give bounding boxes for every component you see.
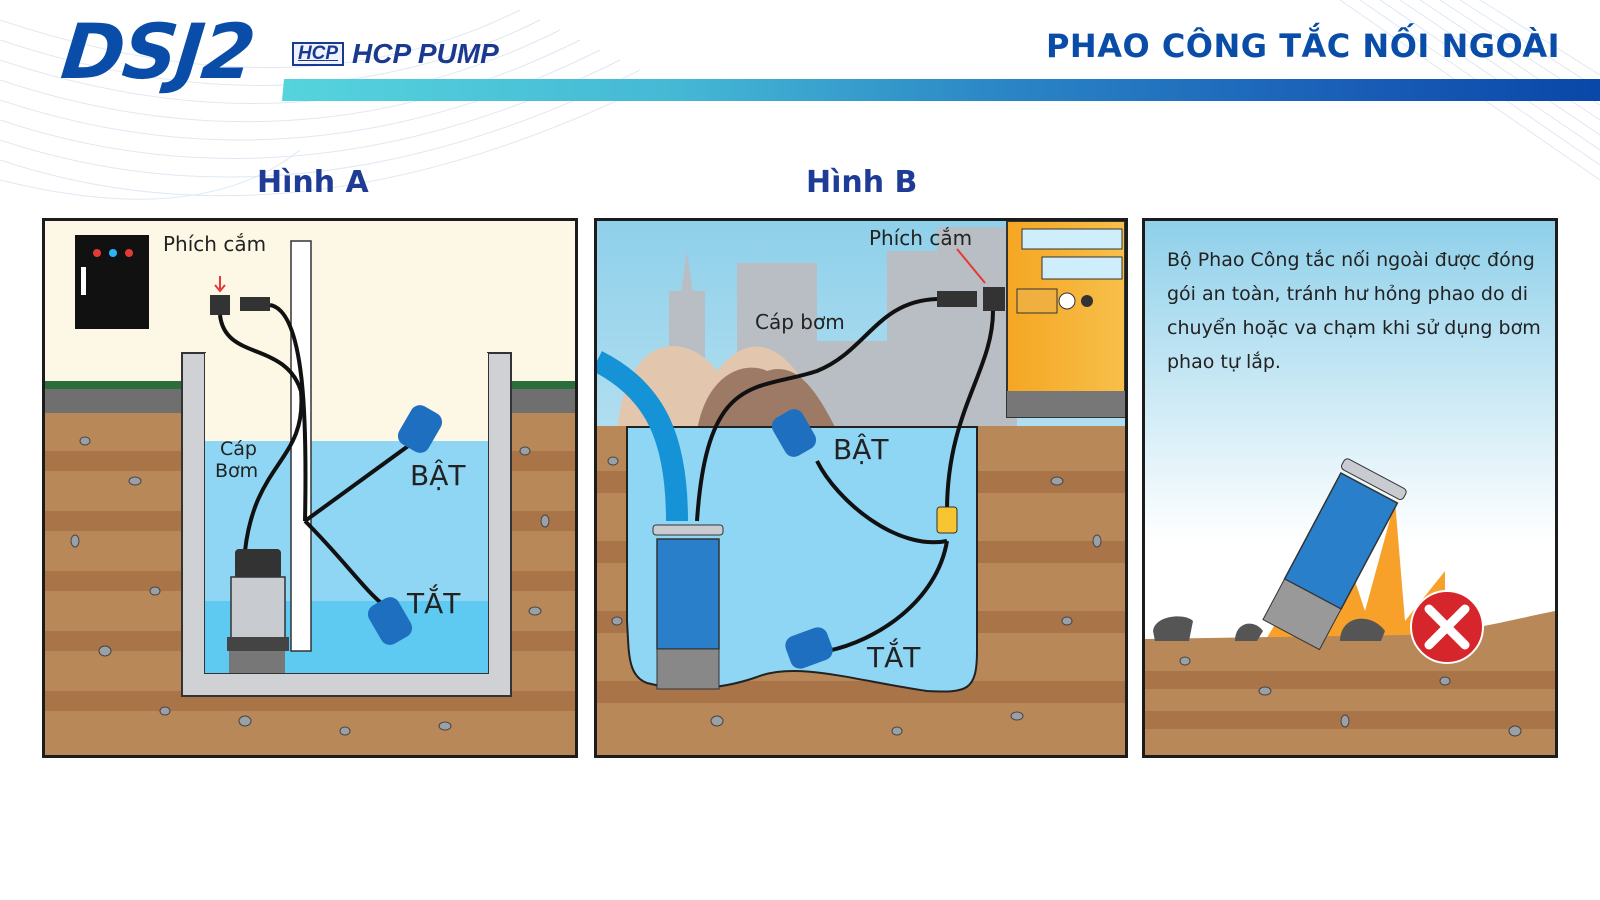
on-label: BẬT [833, 432, 889, 466]
fire-icon [1265, 501, 1445, 641]
figure-a-panel: Phích cắm Cáp Bơm BẬT TẮT [42, 218, 578, 758]
float-switch-on [771, 409, 817, 457]
plug-icon [210, 295, 230, 315]
generator-icon [1006, 221, 1125, 418]
figure-a-label: Hình A [257, 165, 369, 200]
control-panel-icon [75, 235, 149, 329]
cable-label-line1: Cáp [220, 438, 257, 460]
hcp-badge-logo: HCP [292, 42, 344, 66]
float-switch-off [785, 627, 833, 669]
plug-icon [983, 287, 1005, 311]
off-label: TẮT [866, 637, 921, 674]
cable-label-line2: Bơm [215, 460, 258, 482]
junction-icon [936, 506, 958, 534]
figure-b-panel: Phích cắm Cáp bơm BẬT TẮT [594, 218, 1128, 758]
submersible-pump-b [652, 524, 724, 690]
header-banner-stripe [282, 79, 1600, 101]
float-switch-on [397, 405, 443, 453]
cable-label: Cáp bơm [755, 310, 845, 334]
damaged-pump [1262, 458, 1407, 651]
x-circle-icon [1410, 590, 1484, 664]
dsj2-logo: DSJ2 [57, 7, 258, 96]
submersible-pump-a [227, 549, 289, 673]
float-switch-off [367, 597, 413, 645]
plug-label: Phích cắm [869, 226, 972, 250]
rock-icon [1153, 616, 1193, 641]
on-label: BẬT [410, 458, 466, 492]
figure-b-label: Hình B [806, 165, 918, 200]
page-title: PHAO CÔNG TẮC NỐI NGOÀI [1045, 27, 1560, 65]
figure-c-panel: Bộ Phao Công tắc nối ngoài được đóng gói… [1142, 218, 1558, 758]
plug-label: Phích cắm [163, 232, 266, 256]
description-text: Bộ Phao Công tắc nối ngoài được đóng gói… [1167, 249, 1541, 373]
off-label: TẮT [406, 583, 461, 620]
brand-name: HCP PUMP [352, 38, 499, 69]
